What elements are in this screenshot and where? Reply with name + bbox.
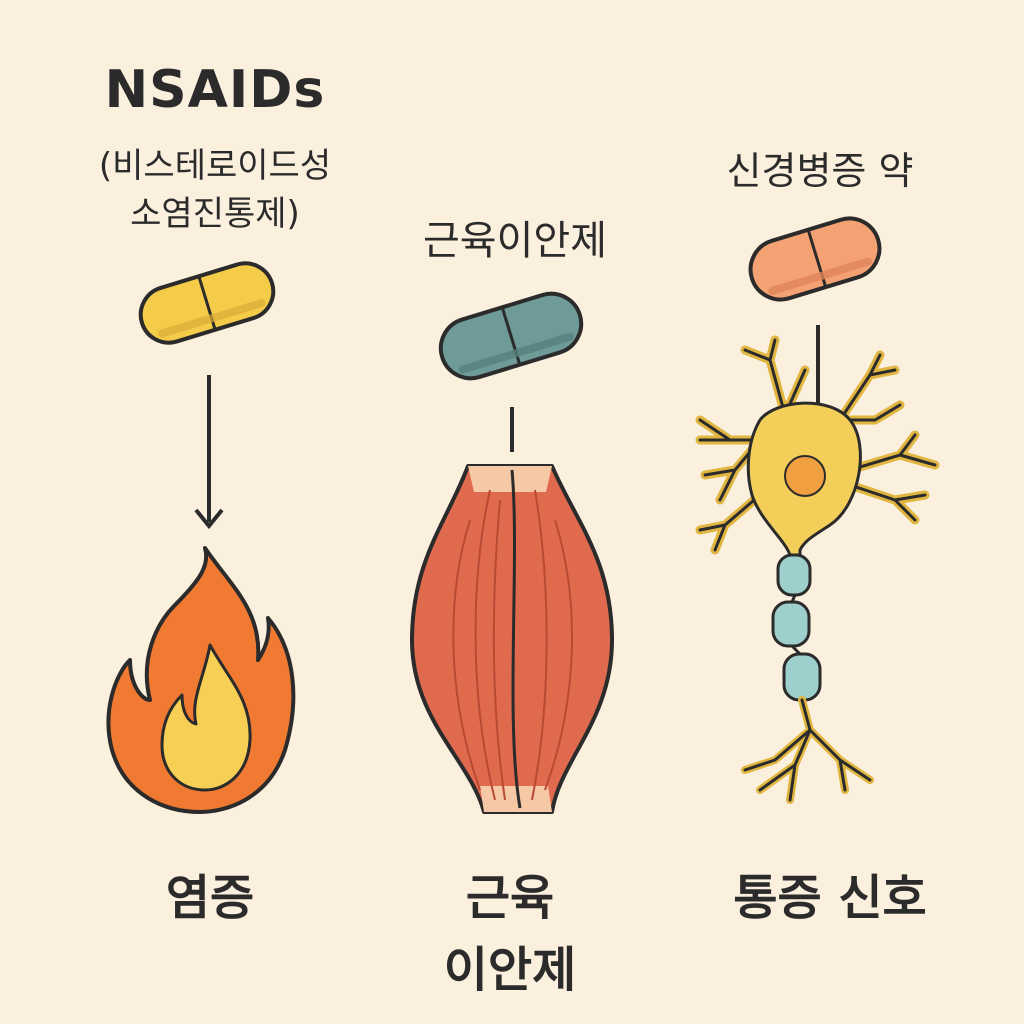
arrow-down-icon <box>194 375 224 530</box>
flame-icon <box>106 546 296 814</box>
pain-signal-label: 통증 신호 <box>733 870 927 926</box>
muscle-icon <box>410 464 614 814</box>
nsaids-title: NSAIDs <box>104 60 326 120</box>
pill-icon-neuropathic <box>748 216 882 302</box>
neuron-icon <box>695 335 940 804</box>
pill-icon-nsaids <box>138 261 276 345</box>
pill-icon-muscle-relaxant <box>438 291 584 381</box>
neuropathic-drug-title: 신경병증 약 <box>726 149 914 193</box>
nsaids-subtitle-line2: 소염진통제) <box>130 194 300 234</box>
inflammation-label: 염증 <box>165 870 255 926</box>
nsaids-subtitle-line1: (비스테로이드성 <box>98 146 332 186</box>
muscle-label-line2: 이안제 <box>443 942 577 998</box>
muscle-relaxant-title: 근육이안제 <box>423 218 607 264</box>
muscle-label-line1: 근육 <box>465 870 555 926</box>
